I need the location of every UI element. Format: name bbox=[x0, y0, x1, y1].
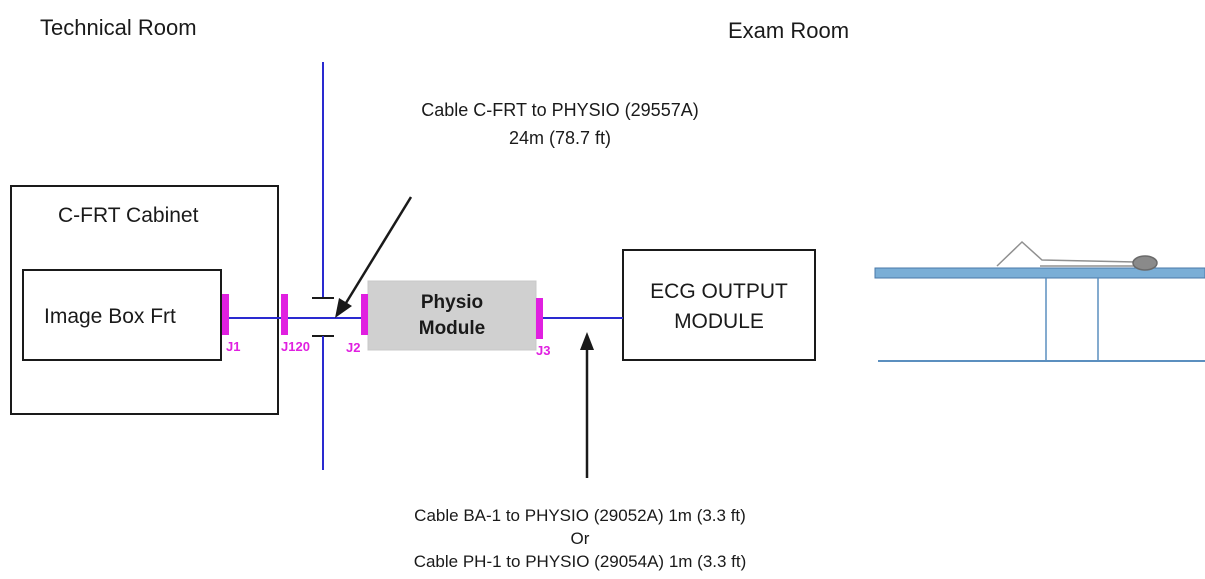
cabinet-label: C-FRT Cabinet bbox=[58, 204, 199, 227]
image-box bbox=[22, 269, 222, 361]
arrow-ba1-head bbox=[580, 332, 594, 350]
connector-j3-label: J3 bbox=[536, 343, 551, 358]
technical-room-label: Technical Room bbox=[40, 15, 197, 40]
physio-label-line1: Physio bbox=[420, 292, 484, 313]
exam-room-label: Exam Room bbox=[728, 18, 850, 43]
connector-j120 bbox=[281, 294, 288, 335]
connector-j120-label: J120 bbox=[281, 339, 310, 354]
connector-j1 bbox=[222, 294, 229, 335]
connector-j3 bbox=[536, 298, 543, 339]
bottom-cable-caption-line2: Cable PH-1 to PHYSIO (29054A) 1m (3.3 ft… bbox=[413, 552, 747, 571]
patient-figure bbox=[996, 240, 1158, 271]
physio-module-box bbox=[367, 280, 537, 351]
image-box-label: Image Box Frt bbox=[44, 305, 176, 328]
cfrt-cable-caption-line2: 24m (78.7 ft) bbox=[508, 128, 612, 148]
bottom-cable-caption-line1: Cable BA-1 to PHYSIO (29052A) 1m (3.3 ft… bbox=[414, 506, 746, 525]
cabinet-box bbox=[10, 185, 279, 415]
arrow-cfrt-shaft bbox=[344, 196, 413, 304]
cfrt-cable-caption-line1: Cable C-FRT to PHYSIO (29557A) bbox=[421, 100, 699, 120]
physio-label-line2: Module bbox=[418, 318, 486, 339]
ecg-label-line2: MODULE bbox=[674, 310, 764, 333]
ecg-label-line1: ECG OUTPUT bbox=[650, 280, 788, 303]
connector-j2-label: J2 bbox=[346, 340, 361, 355]
exam-table-top bbox=[874, 267, 1205, 279]
bottom-cable-caption-or: Or bbox=[570, 529, 590, 548]
ecg-output-box bbox=[622, 249, 816, 361]
connector-j2 bbox=[361, 294, 368, 335]
connector-j1-label: J1 bbox=[226, 339, 241, 354]
arrow-cfrt-head bbox=[335, 298, 352, 318]
